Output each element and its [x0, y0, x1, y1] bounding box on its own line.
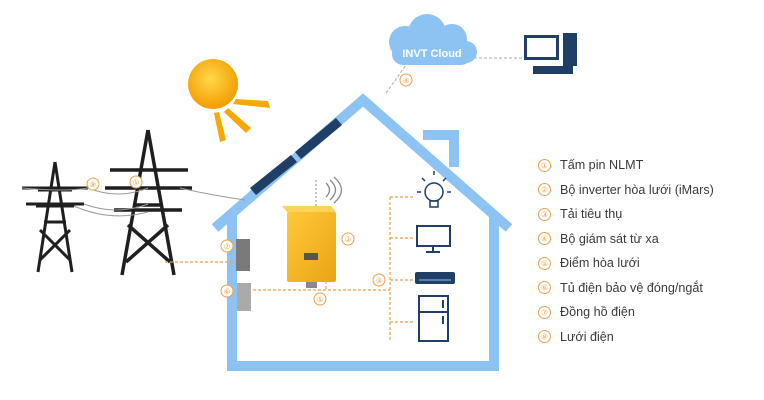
marker-2: ②	[341, 232, 355, 246]
marker-4: ④	[399, 73, 413, 87]
sun-icon	[188, 59, 270, 142]
svg-text:③: ③	[376, 276, 383, 285]
air-conditioner-icon	[415, 272, 455, 284]
cloud-icon	[389, 14, 477, 65]
legend-label: Điểm hòa lưới	[560, 256, 640, 271]
legend-number: ⑦	[538, 305, 551, 319]
marker-1: ①	[129, 175, 143, 189]
protection-cabinet-icon	[237, 283, 251, 311]
cloud-link-lines	[385, 57, 524, 94]
legend-label: Tủ điện bảo vệ đóng/ngắt	[560, 280, 703, 295]
legend-label: Bộ inverter hòa lưới (iMars)	[560, 182, 714, 197]
legend-item: ④ Bộ giám sát từ xa	[538, 227, 758, 252]
legend-number: ①	[538, 158, 551, 172]
svg-text:⑧: ⑧	[90, 180, 97, 189]
svg-text:⑤: ⑤	[317, 295, 324, 304]
power-tower-icon	[105, 129, 192, 276]
legend-item: ① Tấm pin NLMT	[538, 153, 758, 178]
solar-panel-icon	[250, 118, 342, 195]
legend-number: ④	[538, 232, 551, 246]
refrigerator-icon	[418, 295, 449, 342]
legend-number: ⑤	[538, 256, 551, 270]
lightbulb-icon	[417, 171, 451, 208]
legend-item: ② Bộ inverter hòa lưới (iMars)	[538, 178, 758, 203]
svg-text:②: ②	[345, 235, 352, 244]
legend-label: Tải tiêu thụ	[560, 207, 623, 222]
tv-icon	[416, 225, 451, 253]
marker-5: ⑤	[313, 292, 327, 306]
legend-item: ⑥ Tủ điện bảo vệ đóng/ngắt	[538, 276, 758, 301]
legend: ① Tấm pin NLMT ② Bộ inverter hòa lưới (iMa…	[538, 153, 758, 349]
legend-item: ⑦ Đồng hồ điện	[538, 300, 758, 325]
svg-text:⑥: ⑥	[224, 287, 231, 296]
power-tower-icon	[22, 161, 88, 273]
inverter-icon	[282, 206, 336, 288]
legend-number: ③	[538, 207, 551, 221]
legend-item: ⑤ Điểm hòa lưới	[538, 251, 758, 276]
legend-label: Lưới điện	[560, 329, 614, 344]
house-outline	[211, 93, 513, 371]
svg-text:⑦: ⑦	[224, 242, 231, 251]
legend-item: ③ Tải tiêu thụ	[538, 202, 758, 227]
legend-number: ②	[538, 183, 551, 197]
marker-7: ⑦	[220, 239, 234, 253]
legend-label: Tấm pin NLMT	[560, 158, 644, 173]
marker-8: ⑧	[86, 177, 100, 191]
svg-text:④: ④	[403, 76, 410, 85]
legend-label: Bộ giám sát từ xa	[560, 231, 659, 246]
svg-text:①: ①	[133, 178, 140, 187]
wifi-icon	[325, 176, 343, 204]
cloud-label: INVT Cloud	[402, 48, 461, 60]
electric-meter-icon	[236, 239, 250, 271]
legend-item: ⑧ Lưới điện	[538, 325, 758, 350]
legend-label: Đồng hồ điện	[560, 305, 635, 320]
legend-number: ⑥	[538, 281, 551, 295]
legend-number: ⑧	[538, 330, 551, 344]
marker-3: ③	[372, 273, 386, 287]
marker-6: ⑥	[220, 284, 234, 298]
computer-icon	[524, 33, 577, 74]
